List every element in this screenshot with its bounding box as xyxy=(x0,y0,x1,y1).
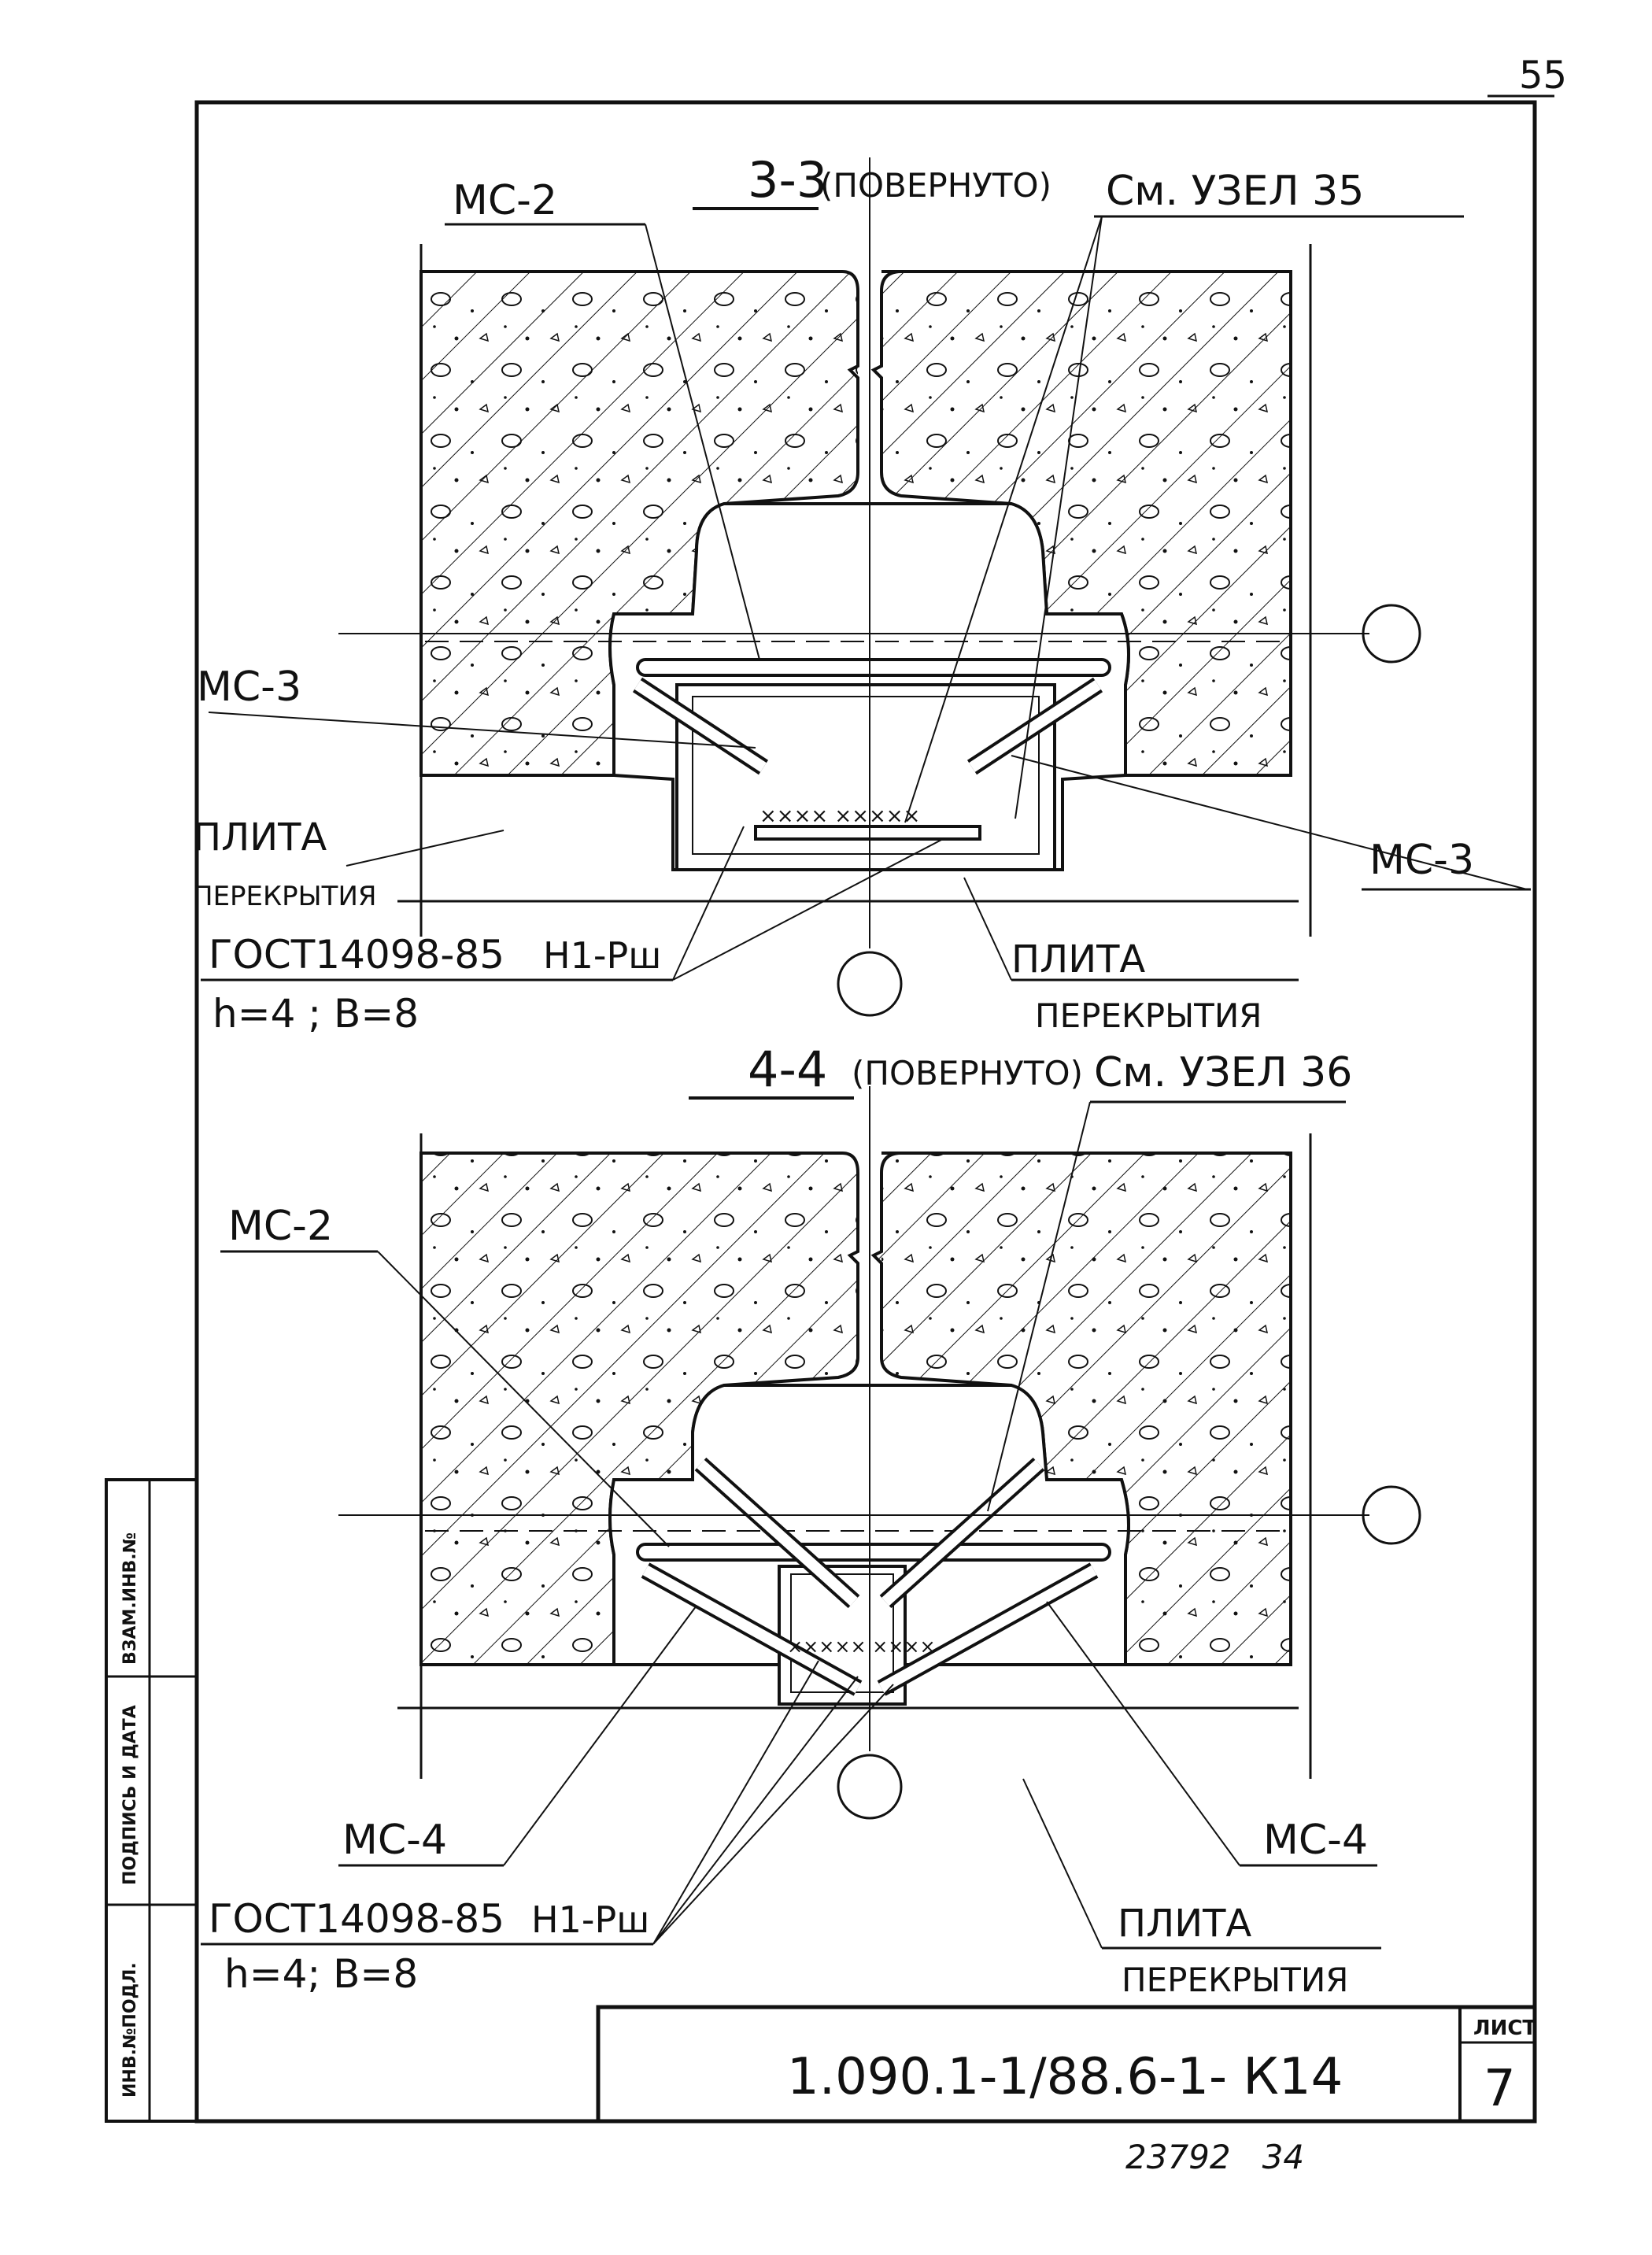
label-gost-params-4-4: h=4; В=8 xyxy=(224,1951,418,1997)
label-mc4-right: МС-4 xyxy=(1263,1817,1368,1864)
axis-bubble-right-4-4 xyxy=(1362,1485,1421,1545)
leader-mc4-left-diag xyxy=(503,1605,697,1866)
leader-mc3-right xyxy=(1011,755,1528,890)
label-weld-4-4: Н1-Рш xyxy=(531,1898,649,1941)
leader-mc3-left xyxy=(208,712,756,749)
label-mc4-left: МС-4 xyxy=(342,1817,447,1864)
label-slab-right-line1-4-4: ПЛИТА xyxy=(1118,1902,1251,1946)
leader-mc4-right-diag xyxy=(1046,1601,1240,1866)
label-node-ref-3-3: См. УЗЕЛ 35 xyxy=(1106,168,1364,215)
plate-mc2-4-4 xyxy=(636,1543,1111,1562)
leader-weld-4-4-c xyxy=(652,1684,894,1945)
leader-slab-right-3-3 xyxy=(963,877,1012,981)
label-gost-params-3-3: h=4 ; В=8 xyxy=(213,991,419,1037)
slab-left-speckle xyxy=(421,272,858,775)
bar-mc3-right xyxy=(969,680,1101,772)
slab-right-speckle xyxy=(881,272,1291,775)
section-4-4-title: 4-4 xyxy=(748,1041,827,1098)
section-4-4-title-note: (ПОВЕРНУТО) xyxy=(852,1054,1083,1092)
footer-numbers: 23792 34 xyxy=(1125,2138,1304,2176)
section-4-4: ××××× ×××× 4-4 (ПОВЕРНУТО) См. УЗЕЛ 36 М… xyxy=(201,1041,1421,1999)
bar-mc3-left xyxy=(634,680,767,772)
label-slab-right-line2-4-4: ПЕРЕКРЫТИЯ xyxy=(1122,1961,1348,1999)
leader-weld-4-4-a xyxy=(652,1660,819,1945)
side-stamp-cell2: ПОДПИСЬ И ДАТА xyxy=(120,1705,140,1885)
leader-node-ref-3-3-a xyxy=(904,216,1103,823)
leader-weld-4-4-b xyxy=(652,1676,859,1945)
sheet-label: ЛИСТ xyxy=(1473,2017,1536,2040)
leader-weld-3-3 xyxy=(672,826,745,981)
label-slab-right-line2-3-3: ПЕРЕКРЫТИЯ xyxy=(1035,996,1262,1035)
label-node-ref-4-4: См. УЗЕЛ 36 xyxy=(1094,1049,1352,1096)
leader-mc2-3-3-diag xyxy=(645,224,760,660)
title-block-frame xyxy=(596,2005,1537,2124)
section-3-3: ×××× ××××× 3-3 (ПОВЕРНУТО) МС-2 См. УЗЕЛ… xyxy=(193,151,1531,1037)
label-gost-4-4: ГОСТ14098-85 xyxy=(209,1896,504,1942)
axis-bubble-bottom-3-3 xyxy=(837,951,903,1017)
section-3-3-title-note: (ПОВЕРНУТО) xyxy=(820,166,1051,205)
side-stamp-cell1: ВЗАМ.ИНВ.№ xyxy=(120,1532,140,1665)
label-mc2-4-4: МС-2 xyxy=(228,1203,333,1250)
leader-node-ref-3-3-b xyxy=(1014,216,1103,819)
label-slab-left-line1: ПЛИТА xyxy=(193,815,327,859)
bar-mc4-left xyxy=(642,1565,861,1694)
leader-weld-3-3-b xyxy=(672,837,945,981)
label-mc2-3-3: МС-2 xyxy=(453,177,557,224)
leader-slab-right-4-4 xyxy=(1022,1778,1103,1949)
joint-fill-box-inner-4-4 xyxy=(790,1573,894,1693)
title-block: 1.090.1-1/88.6-1- К14 ЛИСТ 7 xyxy=(596,2005,1537,2124)
bar-v-left xyxy=(697,1459,858,1606)
bar-mc4-right xyxy=(878,1565,1097,1694)
label-mc3-right: МС-3 xyxy=(1369,837,1474,884)
slab-right-speckle-4-4 xyxy=(881,1153,1291,1665)
plate-mc2 xyxy=(636,658,1111,677)
joint-fill-box xyxy=(675,683,1056,871)
side-stamp: ВЗАМ.ИНВ.№ ПОДПИСЬ И ДАТА ИНВ.№ПОДЛ. xyxy=(105,1478,198,2123)
label-weld-3-3: Н1-Рш xyxy=(543,934,661,977)
sheet-number: 7 xyxy=(1484,2060,1516,2118)
leader-mc2-4-4-diag xyxy=(377,1251,670,1547)
bottom-plate-3-3 xyxy=(754,825,981,841)
side-stamp-frame xyxy=(105,1478,198,2123)
weld-marks-4-4: ××××× ×××× xyxy=(787,1636,936,1658)
leader-slab-left xyxy=(346,830,504,867)
bar-v-right xyxy=(881,1459,1043,1606)
side-stamp-cell3: ИНВ.№ПОДЛ. xyxy=(120,1962,140,2098)
axis-bubble-bottom-4-4 xyxy=(837,1754,903,1820)
label-mc3-left: МС-3 xyxy=(197,664,301,711)
label-slab-left-line2: ПЕРЕКРЫТИЯ xyxy=(193,881,377,912)
label-gost-3-3: ГОСТ14098-85 xyxy=(209,932,504,978)
weld-marks-3-3: ×××× ××××× xyxy=(759,804,920,828)
page-number: 55 xyxy=(1519,54,1567,98)
slab-left-speckle-4-4 xyxy=(421,1153,858,1665)
joint-fill-box-inner xyxy=(692,696,1040,855)
leader-node-ref-4-4-diag xyxy=(987,1101,1091,1512)
section-3-3-title: 3-3 xyxy=(748,151,827,209)
label-slab-right-line1-3-3: ПЛИТА xyxy=(1011,937,1145,981)
axis-bubble-right-3-3 xyxy=(1362,604,1421,664)
document-code: 1.090.1-1/88.6-1- К14 xyxy=(787,2048,1343,2106)
